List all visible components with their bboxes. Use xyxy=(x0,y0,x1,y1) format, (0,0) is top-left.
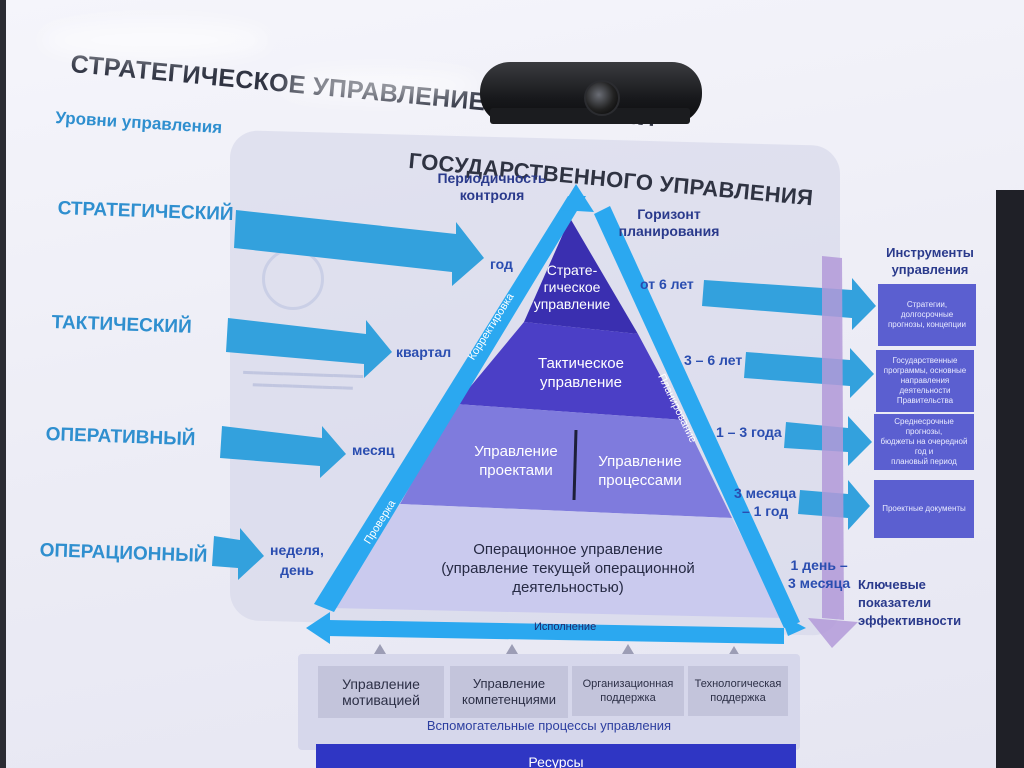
planning-3-6: 3 – 6 лет xyxy=(684,352,743,368)
arrow-planning-2 xyxy=(744,348,874,398)
kpi-bar xyxy=(822,256,844,620)
support-technological: Технологическая поддержка xyxy=(688,666,788,716)
planning-1d-3m: 1 день – 3 месяца xyxy=(788,557,851,591)
resources-bar: Ресурсы xyxy=(316,744,796,768)
arrow-operational xyxy=(212,528,264,580)
frame-right xyxy=(594,206,800,628)
arrow-tactical xyxy=(226,318,392,378)
arrow-planning-1 xyxy=(702,278,876,330)
screen-bezel-right xyxy=(996,190,1024,768)
tool-programs: Государственные программы, основные напр… xyxy=(876,350,974,412)
pyramid-tier2 xyxy=(456,322,684,420)
support-competencies: Управление компетенциями xyxy=(450,666,568,718)
screen-bezel-left xyxy=(0,0,6,768)
kpi-arrowhead xyxy=(808,618,858,648)
light-glare xyxy=(280,70,480,100)
frame-left xyxy=(314,196,586,612)
planning-1-3: 1 – 3 года xyxy=(716,424,782,440)
planning-3m-1y: 3 месяца – 1 год xyxy=(734,485,797,519)
support-caption: Вспомогательные процессы управления xyxy=(426,718,672,733)
frame-label-execution: Исполнение xyxy=(534,621,597,633)
arrow-operative xyxy=(220,426,346,478)
tier3-divider xyxy=(572,429,578,501)
control-year: год xyxy=(490,256,513,272)
support-motivation: Управление мотивацией xyxy=(318,666,444,718)
tier4-label: Операционное управление (управление теку… xyxy=(441,541,695,596)
frame-right-arrowhead xyxy=(780,614,806,636)
tools-heading: Инструменты управления xyxy=(886,245,974,277)
control-month: месяц xyxy=(352,442,395,458)
frame-bottom xyxy=(326,620,784,644)
tool-project-docs: Проектные документы xyxy=(874,480,974,538)
tier1-label: Страте- гическое управление xyxy=(533,262,611,312)
tool-strategies: Стратегии, долгосрочные прогнозы, концеп… xyxy=(878,284,976,346)
frame-bottom-arrowhead xyxy=(306,612,330,644)
tool-forecasts: Среднесрочные прогнозы, бюджеты на очере… xyxy=(874,414,974,470)
arrow-strategic xyxy=(234,210,484,286)
tier3-processes-label: Управление процессами xyxy=(598,453,682,489)
support-organizational: Организационная поддержка xyxy=(572,666,684,716)
pyramid-tier1 xyxy=(524,218,638,334)
tier3-projects-label: Управление проектами xyxy=(474,443,558,479)
light-glare xyxy=(40,20,270,60)
webcam-lens-icon xyxy=(584,80,620,116)
planning-6plus: от 6 лет xyxy=(640,276,694,292)
pyramid-tier4 xyxy=(330,504,784,618)
tier2-label: Тактическое управление xyxy=(538,355,624,391)
control-heading: Периодичность контроля xyxy=(437,170,547,203)
control-week-day: неделя, день xyxy=(270,542,324,578)
control-quarter: квартал xyxy=(396,344,452,360)
webcam-mount xyxy=(490,108,690,124)
webcam-device xyxy=(480,62,702,128)
planning-heading: Горизонт планирования xyxy=(618,206,720,239)
pyramid-tier3 xyxy=(400,404,732,518)
frame-left-arrowhead xyxy=(560,184,594,212)
kpi-label: Ключевые показатели эффективности xyxy=(858,577,962,628)
